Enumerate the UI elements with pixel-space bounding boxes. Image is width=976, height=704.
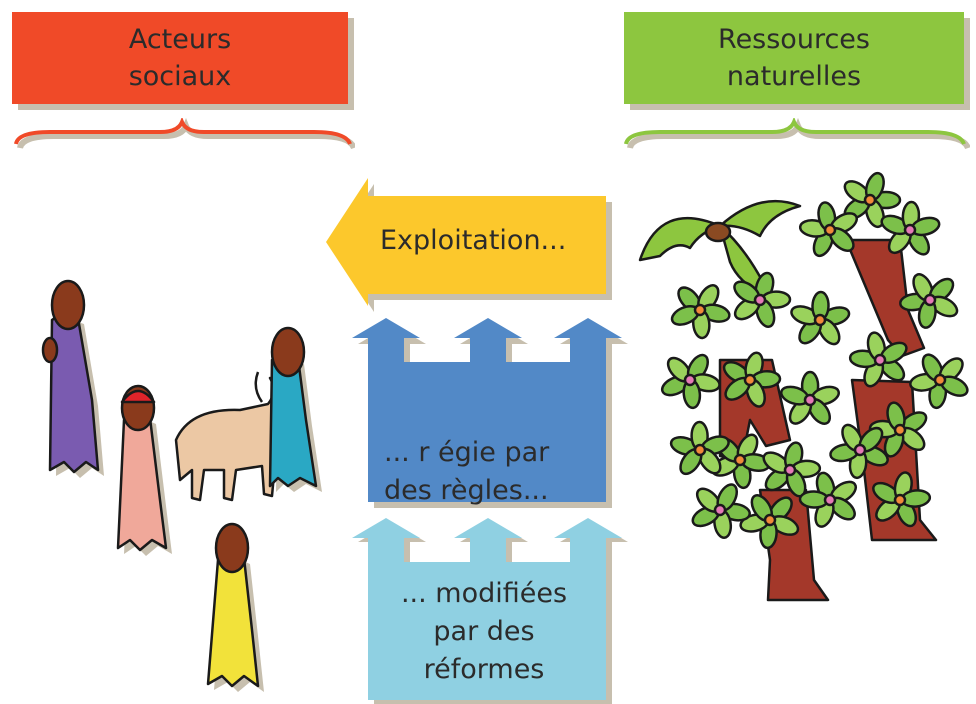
reformes-arrow-block	[352, 518, 628, 704]
exploitation-arrow	[326, 178, 612, 312]
ressources-brace	[624, 118, 970, 150]
person-pink-icon	[116, 384, 172, 556]
person-purple-icon	[41, 279, 104, 478]
ressources-naturelles-label: Ressources naturelles	[718, 24, 870, 92]
reformes-label: ... modifiées par des réformes	[400, 578, 568, 685]
people-icon	[41, 279, 322, 692]
trees-icon	[638, 171, 969, 602]
acteurs-sociaux-box: Acteurs sociaux	[12, 12, 348, 104]
regie-label-text: ... r égie par des règles...	[384, 437, 550, 506]
ressources-naturelles-box: Ressources naturelles	[624, 12, 964, 104]
acteurs-brace	[14, 118, 355, 150]
regie-label: ... r égie par des règles...	[384, 396, 584, 548]
palm-icon	[638, 199, 802, 298]
person-teal-icon	[268, 326, 322, 492]
regie-arrow-block	[352, 318, 628, 508]
person-yellow-icon	[206, 522, 264, 692]
exploitation-label: Exploitation...	[380, 225, 567, 256]
acteurs-sociaux-label: Acteurs sociaux	[128, 24, 232, 92]
